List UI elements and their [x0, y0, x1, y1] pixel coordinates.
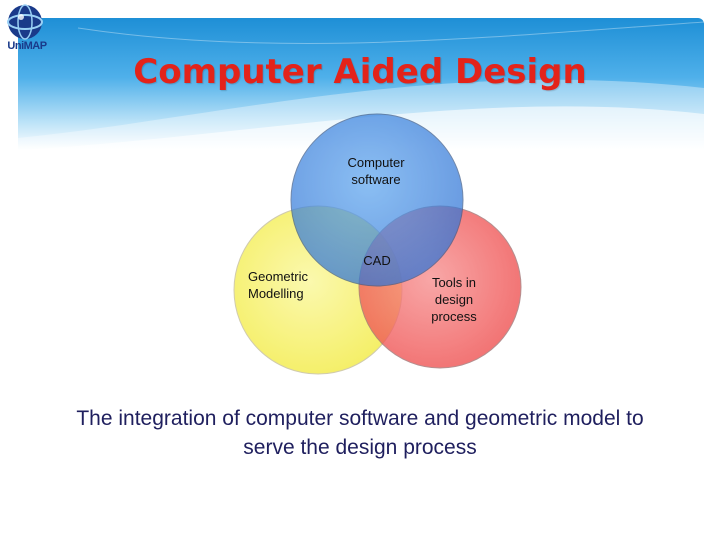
label-tools-in-design-process: Tools in design process: [431, 275, 477, 324]
circle-computer-software: [290, 113, 464, 287]
logo-text: UniMAP: [7, 40, 47, 52]
page-title: Computer Aided Design: [133, 52, 587, 92]
label-cad-center: CAD: [363, 253, 391, 268]
label-computer-software: Computer software: [347, 155, 405, 187]
caption-text: The integration of computer software and…: [76, 407, 644, 459]
label-geometric-modelling: Geometric Modelling: [248, 269, 308, 301]
globe-logo-icon: [7, 4, 43, 40]
university-logo: UniMAP: [2, 2, 48, 64]
